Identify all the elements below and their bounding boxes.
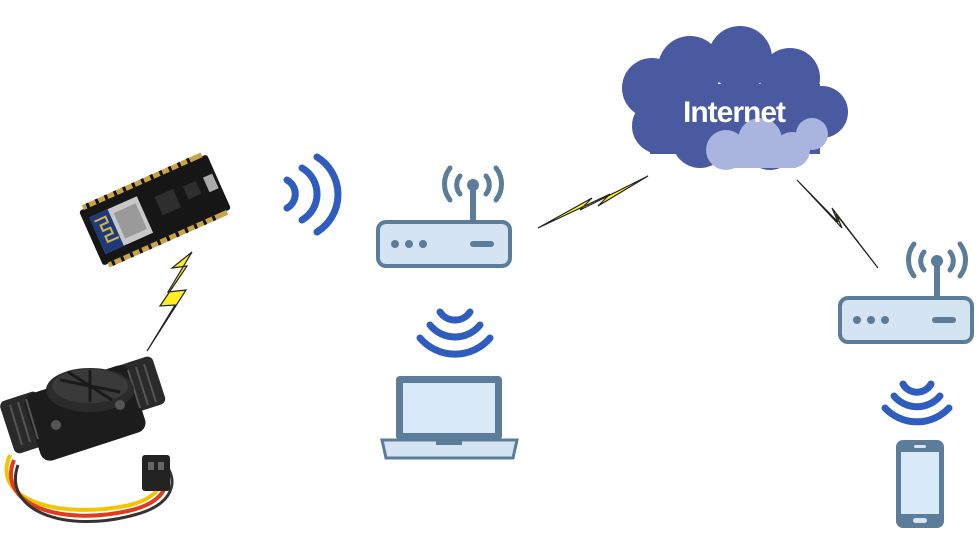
lightning-icon [537, 175, 649, 229]
water-flow-sensor-icon [0, 356, 174, 524]
cloud-icon: Internet [622, 26, 848, 170]
smartphone-icon [896, 440, 944, 528]
lightning-icon [146, 251, 193, 352]
laptop-icon [380, 376, 519, 460]
wifi-signal-icon [283, 153, 342, 236]
wifi-signal-icon [416, 308, 494, 358]
lightning-icon [796, 179, 879, 269]
cloud-label: Internet [683, 96, 786, 129]
wifi-router-icon [376, 165, 512, 268]
wifi-signal-icon [881, 380, 953, 426]
wifi-router-icon [838, 241, 974, 344]
nodemcu-board-icon [79, 152, 231, 268]
